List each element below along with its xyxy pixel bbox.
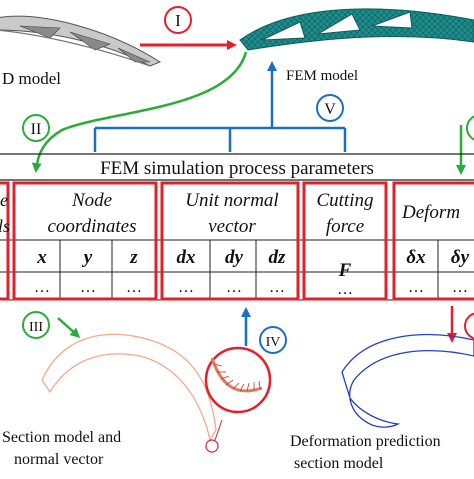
fem-model-image: [239, 8, 474, 51]
section-model-caption-2: normal vector: [14, 451, 104, 468]
step-7-badge-clipped: [464, 312, 474, 340]
cell-z-ellipsis: …: [126, 279, 142, 296]
cell-dz-ellipsis: …: [269, 279, 285, 296]
col-dy: dy: [225, 247, 244, 268]
parameters-table: FEM simulation process parameters e ls N…: [0, 153, 474, 301]
cell-dy-ellipsis: …: [226, 279, 242, 296]
col-dx: dx: [177, 247, 197, 268]
step-3-badge: [22, 311, 50, 339]
cutting-force-header-1: Cutting: [316, 190, 373, 211]
section-model-image: [41, 333, 272, 453]
left-clipped-text-1: e: [0, 190, 8, 210]
col-x: x: [36, 247, 47, 268]
step-4-label: IV: [266, 335, 281, 350]
group-deformation: [392, 181, 474, 301]
cell-ddy-ellipsis: …: [452, 279, 468, 296]
arrow-step-3: [57, 317, 81, 339]
col-ddx: δx: [406, 247, 426, 268]
step-3-label: III: [29, 320, 43, 335]
normal-vector-zoom: [204, 346, 272, 414]
step-4-badge: [259, 326, 287, 354]
step-5-badge: [316, 94, 344, 122]
left-clipped-text-2: ls: [0, 216, 10, 236]
col-ddy: δy: [451, 247, 470, 268]
group-cutting-force: [302, 181, 388, 301]
group-left-clipped: [0, 181, 10, 301]
node-coordinates-header-2: coordinates: [47, 216, 136, 237]
cutting-force-header-2: force: [326, 216, 364, 237]
cell-F-ellipsis: …: [337, 281, 353, 298]
step-1-badge: [164, 6, 192, 34]
cad-model-image: [0, 15, 162, 67]
col-z: z: [129, 247, 138, 268]
step-2-badge: [22, 114, 50, 142]
fem-model-label: FEM model: [286, 68, 358, 84]
col-dz: dz: [269, 247, 287, 268]
deformation-caption-1: Deformation prediction: [290, 433, 441, 450]
step-5-label: V: [324, 101, 336, 118]
cell-y-ellipsis: …: [80, 279, 96, 296]
col-F: F: [338, 260, 352, 281]
unit-normal-header-1: Unit normal: [185, 190, 278, 211]
cell-x-ellipsis: …: [34, 279, 50, 296]
deformation-caption-2: section model: [294, 455, 384, 472]
table-title: FEM simulation process parameters: [100, 158, 374, 179]
cell-ddx-ellipsis: …: [408, 279, 424, 296]
step-6-badge-clipped: [466, 115, 474, 141]
deformation-header: Deform: [401, 202, 460, 223]
cell-dx-ellipsis: …: [178, 279, 194, 296]
step-2-label: II: [31, 121, 42, 138]
group-unit-normal-vector: [160, 181, 300, 301]
unit-normal-header-2: vector: [208, 216, 256, 237]
node-coordinates-header-1: Node: [71, 190, 112, 211]
deformation-section-image: [341, 333, 474, 428]
section-model-caption-1: Section model and: [2, 429, 121, 446]
arrow-step-5: [93, 61, 347, 152]
col-y: y: [82, 247, 93, 268]
group-node-coordinates: [12, 181, 158, 301]
cad-model-label: D model: [2, 69, 61, 88]
arrow-step-2: [31, 51, 248, 173]
step-1-label: I: [175, 11, 181, 30]
